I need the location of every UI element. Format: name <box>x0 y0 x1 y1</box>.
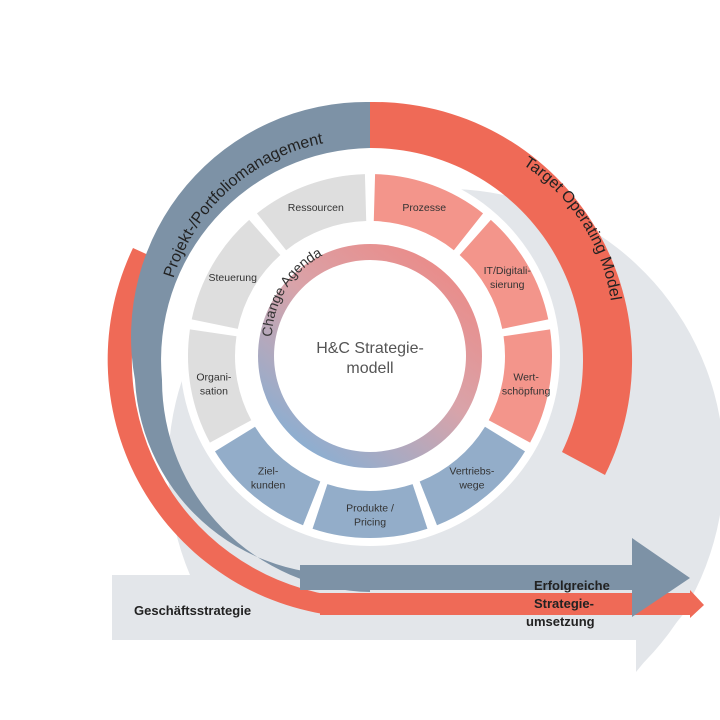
segment-3 <box>419 426 526 526</box>
segment-1 <box>459 219 549 329</box>
result-line-2: Strategie- <box>534 596 594 611</box>
segment-ring: ProzesseIT/Digitali-sierungWert-schöpfun… <box>187 174 552 539</box>
segment-label-2-0: Wert- <box>513 372 539 384</box>
segment-2 <box>488 329 552 443</box>
result-line-1: Erfolgreiche <box>534 578 610 593</box>
segment-label-4-0: Produkte / <box>346 503 394 515</box>
segment-label-1-1: sierung <box>490 279 525 291</box>
red-arrow <box>320 590 704 618</box>
segment-label-2-1: schöpfung <box>502 386 551 398</box>
center-title-line2: modell <box>346 360 393 377</box>
segment-8 <box>256 174 367 251</box>
segment-label-3-0: Vertriebs- <box>449 465 494 477</box>
target-operating-band <box>370 101 633 476</box>
segment-5 <box>214 426 321 526</box>
segment-label-3-1: wege <box>458 479 484 491</box>
segment-6 <box>187 329 252 443</box>
result-line-3: umsetzung <box>526 614 595 629</box>
segment-0 <box>373 174 484 251</box>
blue-arrow <box>300 538 690 617</box>
segment-label-4-1: Pricing <box>354 517 386 529</box>
segment-7 <box>191 219 281 329</box>
segment-label-7-0: Steuerung <box>209 272 258 284</box>
center-disc <box>274 260 466 452</box>
segment-label-6-1: sation <box>200 386 228 398</box>
center-title-line1: H&C Strategie- <box>316 340 424 357</box>
strategy-label: Geschäftsstrategie <box>134 603 251 618</box>
segment-label-1-0: IT/Digitali- <box>484 265 532 277</box>
portfolio-band <box>131 101 370 593</box>
segment-label-6-0: Organi- <box>196 372 232 384</box>
red-lower-arc <box>107 248 330 615</box>
segment-label-5-1: kunden <box>251 479 286 491</box>
segment-4 <box>312 484 428 539</box>
segment-label-0-0: Prozesse <box>402 202 446 214</box>
segment-label-8-0: Ressourcen <box>288 202 344 214</box>
segment-label-5-0: Ziel- <box>258 465 279 477</box>
